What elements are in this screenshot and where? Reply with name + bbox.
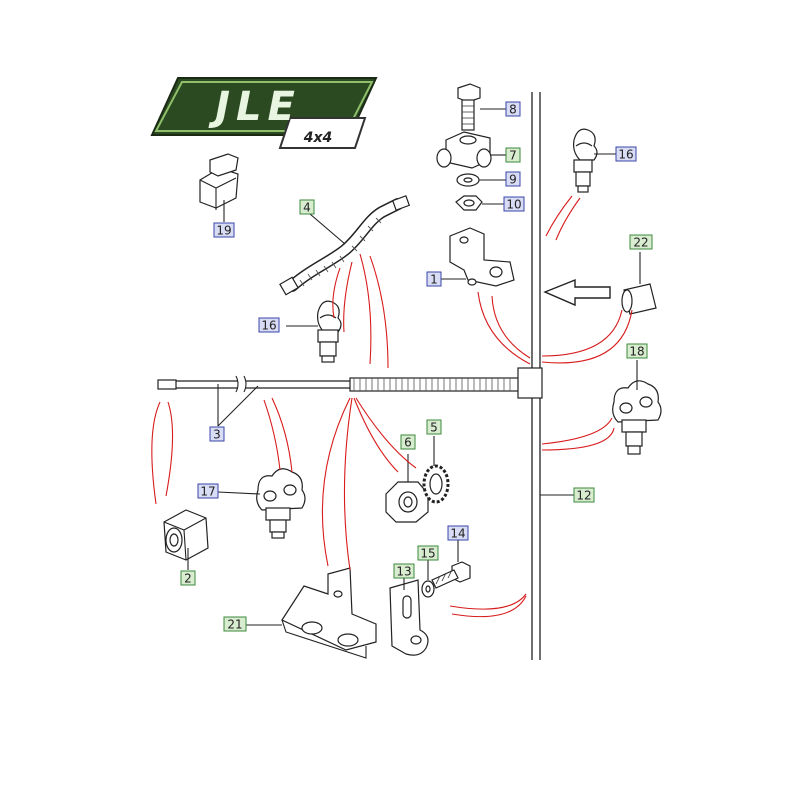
callout-5-label: 5: [430, 421, 438, 435]
washer-9: [456, 173, 506, 187]
pipe-clip-16-left: [286, 300, 342, 363]
callout-9: 9: [505, 171, 521, 187]
callout-3: 3: [209, 426, 225, 442]
callout-16-top-label: 16: [618, 148, 633, 162]
assembly-lines: [151, 195, 633, 618]
callout-15-label: 15: [420, 547, 435, 561]
callout-16-top: 16: [615, 146, 637, 162]
callout-19-label: 19: [216, 224, 231, 238]
callout-12: 12: [573, 487, 595, 503]
callout-7-label: 7: [509, 149, 517, 163]
callout-8-label: 8: [509, 103, 517, 117]
callout-6-label: 6: [404, 436, 412, 450]
double-clip-17: [217, 468, 306, 539]
callout-21: 21: [223, 616, 247, 632]
bracket-21: [246, 567, 377, 659]
callout-6: 6: [400, 434, 416, 450]
nut-6: [385, 454, 429, 523]
callout-1-label: 1: [430, 273, 438, 287]
callout-13-label: 13: [396, 565, 411, 579]
callout-2: 2: [180, 570, 196, 586]
callout-14-label: 14: [450, 527, 465, 541]
callout-21-label: 21: [227, 618, 242, 632]
pipe-clip-16-top: [573, 128, 616, 193]
bracket-1: [440, 227, 515, 287]
callout-1: 1: [426, 271, 442, 287]
callout-9-label: 9: [509, 173, 517, 187]
logo-sub-text: 4x4: [303, 130, 333, 146]
callout-22-label: 22: [633, 236, 648, 250]
lock-washer-5: [422, 436, 450, 504]
callout-10: 10: [503, 196, 525, 212]
callout-4-label: 4: [303, 201, 311, 215]
direction-arrow-icon: [543, 278, 611, 307]
callout-16-left: 16: [258, 317, 280, 333]
callout-10-label: 10: [506, 198, 521, 212]
callout-3-label: 3: [213, 428, 221, 442]
callout-14: 14: [447, 525, 469, 541]
callout-17-label: 17: [200, 485, 215, 499]
callout-2-label: 2: [184, 572, 192, 586]
junction-block-7: [436, 131, 506, 169]
brake-pipe-horizontal: [157, 367, 543, 399]
leader-lines: [217, 384, 574, 496]
sleeve-22: [621, 252, 657, 315]
flexible-hose-4: [279, 195, 411, 296]
callout-5: 5: [426, 419, 442, 435]
brand-logo: JLE 4x4: [150, 77, 378, 149]
bolt-8: [457, 83, 506, 131]
bolt-14: [431, 540, 471, 589]
washer-15: [421, 560, 435, 598]
double-clip-18: [612, 360, 662, 455]
nut-10: [455, 195, 506, 211]
callout-18: 18: [626, 343, 648, 359]
union-fitting-19: [199, 153, 239, 222]
callout-18-label: 18: [629, 345, 644, 359]
hex-coupling-2: [163, 509, 209, 570]
callout-4: 4: [299, 199, 315, 215]
callout-12-label: 12: [576, 489, 591, 503]
callout-7: 7: [505, 147, 521, 163]
callout-13: 13: [393, 563, 415, 579]
callout-15: 15: [417, 545, 439, 561]
bracket-13: [389, 578, 429, 656]
callout-19: 19: [213, 222, 235, 238]
logo-brand-text: JLE: [208, 84, 301, 130]
callout-17: 17: [197, 483, 219, 499]
callout-16-left-label: 16: [261, 319, 276, 333]
callout-8: 8: [505, 101, 521, 117]
callout-22: 22: [629, 234, 653, 250]
